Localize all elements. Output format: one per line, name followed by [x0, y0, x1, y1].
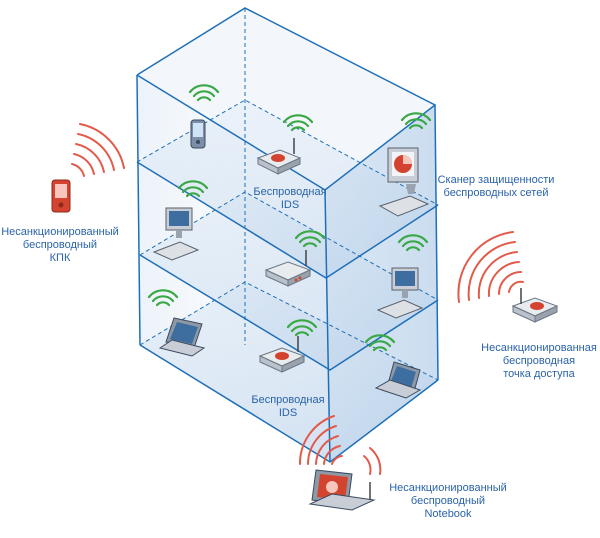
rogue-notebook-icon	[308, 469, 376, 511]
label-line: Сканер защищенности	[437, 174, 555, 186]
access-point-icon	[264, 250, 312, 287]
label-line: Несанкционированный	[1, 226, 119, 238]
ids-sensor-icon	[258, 336, 306, 373]
label-line: беспроводный	[410, 495, 486, 507]
label-line: беспроводный	[22, 239, 98, 251]
label-line: Беспроводная	[253, 186, 327, 198]
workstation-icon	[376, 267, 424, 319]
wifi-signal-icon	[177, 180, 209, 198]
pda-icon	[190, 119, 206, 149]
label-scanner: Сканер защищенности беспроводных сетей	[436, 174, 556, 200]
rogue-access-point-icon	[511, 288, 559, 323]
laptop-icon	[158, 317, 206, 357]
label-ids-upper: Беспроводная IDS	[240, 186, 340, 212]
laptop-icon	[374, 361, 422, 399]
label-line: Беспроводная	[251, 394, 325, 406]
rogue-pda-icon	[51, 179, 71, 213]
label-ids-lower: Беспроводная IDS	[238, 394, 338, 420]
wifi-signal-icon	[364, 334, 396, 352]
scanner-monitor-icon	[378, 147, 430, 217]
label-line: беспроводная	[502, 355, 576, 367]
wifi-signal-icon	[400, 112, 432, 130]
wifi-signal-icon	[286, 319, 318, 337]
label-rogue-ap: Несанкционированная беспроводная точка д…	[478, 342, 600, 381]
floor-1	[140, 282, 438, 462]
wifi-signal-icon	[282, 114, 314, 132]
label-rogue-pda: Несанкционированный беспроводный КПК	[0, 226, 120, 265]
wifi-signal-icon	[397, 234, 429, 252]
label-rogue-notebook: Несанкционированный беспроводный Noteboo…	[386, 482, 510, 521]
wifi-signal-icon	[294, 230, 326, 248]
roof	[137, 8, 435, 190]
rogue-signal-icon	[298, 415, 382, 475]
rogue-signal-icon	[71, 123, 125, 177]
wifi-signal-icon	[188, 84, 220, 102]
rogue-signal-icon	[457, 231, 524, 303]
label-line: IDS	[278, 407, 298, 419]
workstation-icon	[152, 207, 200, 261]
floor-3	[137, 100, 438, 278]
label-line: Несанкционированный	[389, 482, 507, 494]
label-line: КПК	[49, 252, 71, 264]
label-line: Notebook	[424, 508, 472, 520]
label-line: IDS	[280, 199, 300, 211]
red-signals	[71, 123, 524, 475]
label-line: Несанкционированная	[481, 342, 597, 354]
ids-sensor-icon	[256, 138, 302, 175]
label-line: точка доступа	[503, 368, 575, 380]
label-line: беспроводных сетей	[443, 187, 549, 199]
wifi-signal-icon	[147, 289, 179, 307]
green-signals	[147, 84, 432, 352]
